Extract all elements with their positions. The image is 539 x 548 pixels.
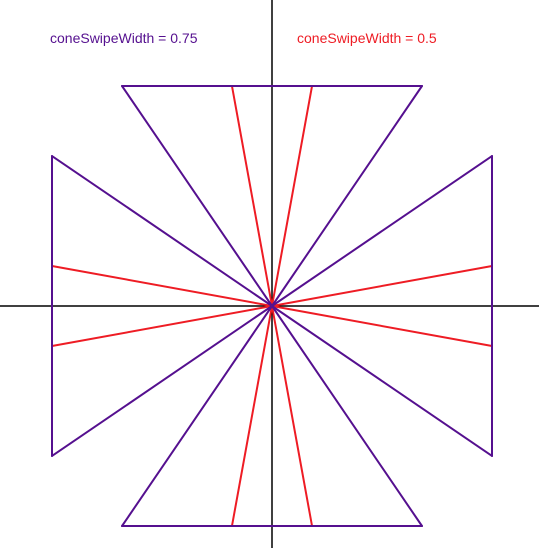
cone-down-purple-edge-1 xyxy=(271,305,423,527)
cone-up-purple-edge-2 xyxy=(271,85,423,307)
cone-up-red-edge-1 xyxy=(230,85,273,307)
cone-left-red-edge-1 xyxy=(51,305,273,348)
cone-down-purple-edge-2 xyxy=(121,305,273,527)
cone-left-purple-edge-1 xyxy=(51,305,273,457)
cones-group xyxy=(51,85,493,527)
cone-right-red-edge-2 xyxy=(271,305,493,348)
cone-left-purple-edge-2 xyxy=(51,155,273,307)
cone-right-purple-edge-1 xyxy=(271,155,493,307)
cone-down-red-edge-1 xyxy=(271,305,314,527)
cone-down-red-edge-2 xyxy=(230,305,273,527)
label-cone-05: coneSwipeWidth = 0.5 xyxy=(297,30,437,46)
cone-right-purple-edge-2 xyxy=(271,305,493,457)
label-cone-075: coneSwipeWidth = 0.75 xyxy=(50,30,198,46)
cone-up-purple-edge-1 xyxy=(121,85,273,307)
cone-up-red-edge-2 xyxy=(271,85,314,307)
cone-right-red-edge-1 xyxy=(271,264,493,307)
cone-left-red-edge-2 xyxy=(51,264,273,307)
